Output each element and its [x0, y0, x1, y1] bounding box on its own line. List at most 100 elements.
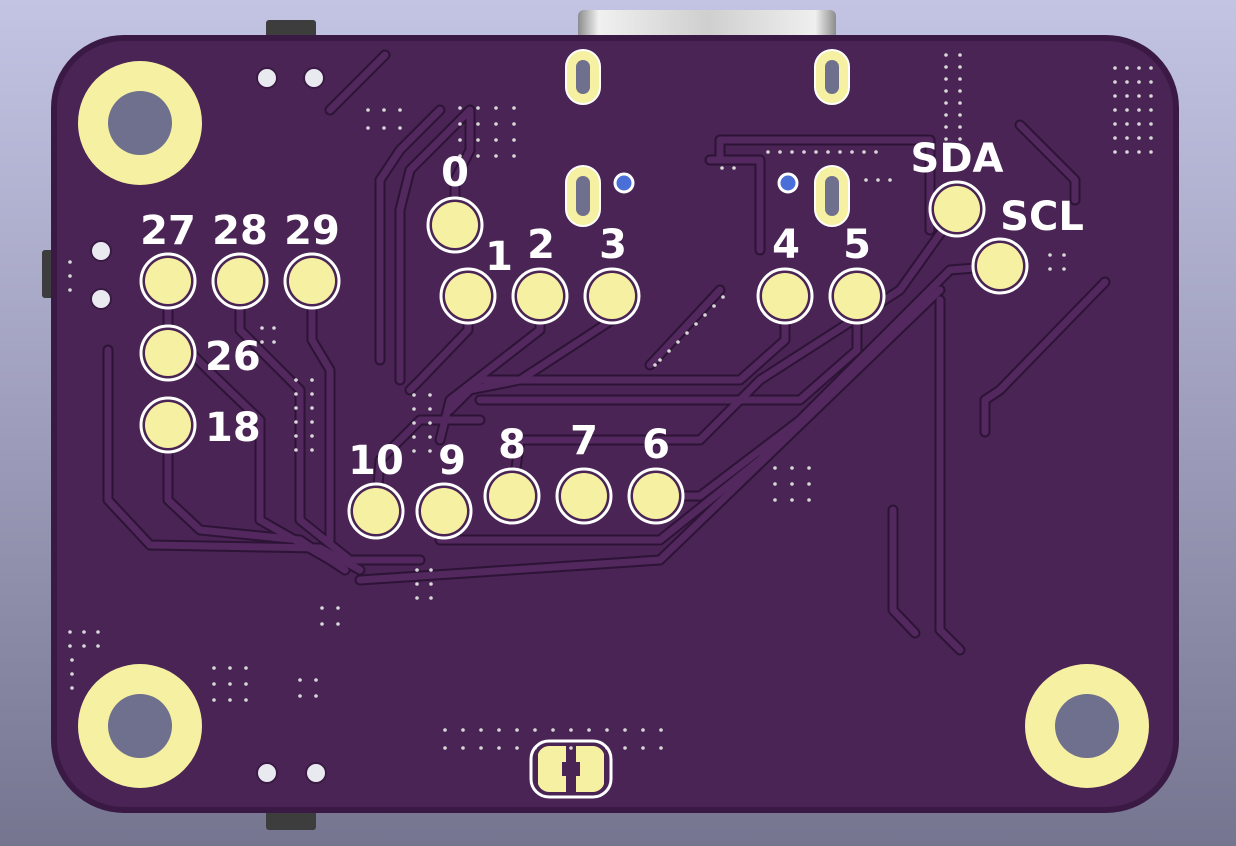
via: [862, 150, 866, 154]
via: [412, 421, 416, 425]
via: [294, 434, 298, 438]
via: [712, 304, 716, 308]
via: [212, 698, 216, 702]
via: [1137, 94, 1141, 98]
via: [1113, 66, 1117, 70]
via: [461, 746, 465, 750]
via: [1149, 94, 1153, 98]
pad-7: [555, 467, 613, 525]
via: [272, 340, 276, 344]
via: [428, 407, 432, 411]
via: [212, 682, 216, 686]
pin-label-10: 10: [348, 438, 404, 484]
via: [1137, 80, 1141, 84]
via: [1137, 108, 1141, 112]
via: [685, 331, 689, 335]
via: [721, 295, 725, 299]
pad-9: [415, 482, 473, 540]
mounting-hole-icon: [1025, 664, 1149, 788]
via: [1137, 122, 1141, 126]
via: [412, 393, 416, 397]
via: [244, 698, 248, 702]
via: [68, 630, 72, 634]
pad-8: [483, 467, 541, 525]
via: [68, 644, 72, 648]
pad-scl: [971, 237, 1029, 295]
via: [458, 106, 462, 110]
via: [720, 166, 724, 170]
via: [958, 65, 962, 69]
via: [314, 694, 318, 698]
via: [415, 596, 419, 600]
via: [1125, 108, 1129, 112]
via: [958, 53, 962, 57]
pin-label-9: 9: [438, 438, 466, 484]
via: [476, 106, 480, 110]
via: [272, 326, 276, 330]
via: [68, 260, 72, 264]
via: [605, 728, 609, 732]
via: [298, 678, 302, 682]
via: [428, 421, 432, 425]
via: [429, 596, 433, 600]
pad-6: [627, 467, 685, 525]
via: [694, 322, 698, 326]
via: [497, 746, 501, 750]
via: [412, 449, 416, 453]
via: [1125, 150, 1129, 154]
via: [244, 666, 248, 670]
via-field: [68, 53, 1153, 750]
via: [415, 568, 419, 572]
via: [336, 622, 340, 626]
pad-28: [211, 252, 269, 310]
via: [623, 746, 627, 750]
via: [443, 746, 447, 750]
pad-3: [583, 267, 641, 325]
via: [494, 122, 498, 126]
via: [533, 728, 537, 732]
via: [382, 126, 386, 130]
via: [1113, 122, 1117, 126]
via: [461, 728, 465, 732]
pad-5: [828, 267, 886, 325]
via: [944, 53, 948, 57]
via: [850, 150, 854, 154]
via: [944, 65, 948, 69]
via: [773, 498, 777, 502]
via: [398, 126, 402, 130]
via: [1125, 80, 1129, 84]
via: [1125, 136, 1129, 140]
via: [1113, 108, 1117, 112]
via: [876, 178, 880, 182]
pad-18: [139, 396, 197, 454]
pin-label-6: 6: [642, 422, 670, 468]
mounting-hole-icon: [78, 61, 202, 185]
via: [476, 138, 480, 142]
via: [944, 113, 948, 117]
via: [623, 728, 627, 732]
via: [888, 178, 892, 182]
pin-label-2: 2: [527, 222, 555, 268]
via: [479, 746, 483, 750]
via: [320, 606, 324, 610]
connector-holes: [90, 67, 327, 784]
via: [310, 434, 314, 438]
via: [1149, 108, 1153, 112]
pin-label-0: 0: [441, 150, 469, 196]
via: [587, 728, 591, 732]
via: [228, 682, 232, 686]
usb-slot-pads: [565, 49, 850, 227]
via: [807, 466, 811, 470]
via: [68, 288, 72, 292]
pad-10: [347, 482, 405, 540]
via: [1149, 80, 1153, 84]
via: [428, 435, 432, 439]
via: [310, 406, 314, 410]
via: [70, 658, 74, 662]
via: [1125, 66, 1129, 70]
via: [96, 630, 100, 634]
via: [515, 728, 519, 732]
via: [569, 728, 573, 732]
via: [366, 126, 370, 130]
